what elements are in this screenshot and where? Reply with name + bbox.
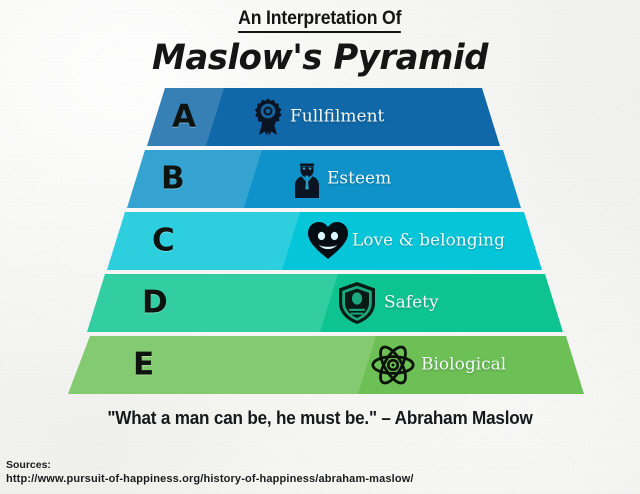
pyramid-level-d-shape [87, 274, 563, 332]
pyramid-level-e: E Biological [0, 336, 640, 394]
title-kicker: An Interpretation Of [238, 8, 402, 33]
pyramid-level-e-label: Biological [421, 354, 507, 375]
pyramid-level-c: C Love & belonging [0, 212, 640, 270]
pyramid-level-b-label: Esteem [327, 168, 392, 189]
pyramid-level-a-label: Fullfilment [290, 106, 385, 127]
sources-block: Sources: http://www.pursuit-of-happiness… [6, 459, 414, 486]
award-rosette-icon [251, 98, 285, 136]
maslow-quote: "What a man can be, he must be." – Abrah… [107, 408, 533, 428]
pyramid-level-b: B Esteem [0, 150, 640, 208]
pyramid-level-d-letter: D [142, 284, 168, 321]
pyramid-level-c-label: Love & belonging [352, 230, 505, 251]
pyramid-level-d-label: Safety [384, 292, 439, 313]
pyramid-level-c-letter: C [152, 222, 175, 259]
pyramid-level-b-fill [127, 150, 521, 208]
shield-person-icon [337, 281, 377, 325]
businessman-icon [291, 159, 323, 199]
sources-url[interactable]: http://www.pursuit-of-happiness.org/hist… [6, 472, 414, 485]
pyramid-level-e-shape [68, 336, 584, 394]
pyramid-level-b-shape [127, 150, 521, 208]
pyramid-level-e-letter: E [133, 346, 155, 383]
smiling-heart-icon [307, 221, 349, 261]
pyramid-level-a-shape [147, 88, 500, 146]
pyramid-level-c-light-face [107, 212, 300, 270]
pyramid-level-e-fill [68, 336, 584, 394]
pyramid-level-c-shape [107, 212, 542, 270]
title-main: Maslow's Pyramid [152, 38, 488, 78]
pyramid-chart: A Fullfilment [0, 88, 640, 400]
pyramid-level-d-light-face [87, 274, 338, 332]
pyramid-level-b-letter: B [161, 160, 185, 197]
pyramid-level-a-fill [147, 88, 500, 146]
pyramid-level-e-light-face [68, 336, 376, 394]
pyramid-level-d: D Safety [0, 274, 640, 332]
page-title: An Interpretation Of Maslow's Pyramid [0, 8, 640, 78]
atom-icon [371, 344, 415, 386]
pyramid-level-a-letter: A [172, 98, 196, 135]
sources-label: Sources: [6, 458, 51, 471]
pyramid-level-a: A Fullfilment [0, 88, 640, 146]
pyramid-level-d-fill [87, 274, 563, 332]
pyramid-level-b-light-face [127, 150, 262, 208]
